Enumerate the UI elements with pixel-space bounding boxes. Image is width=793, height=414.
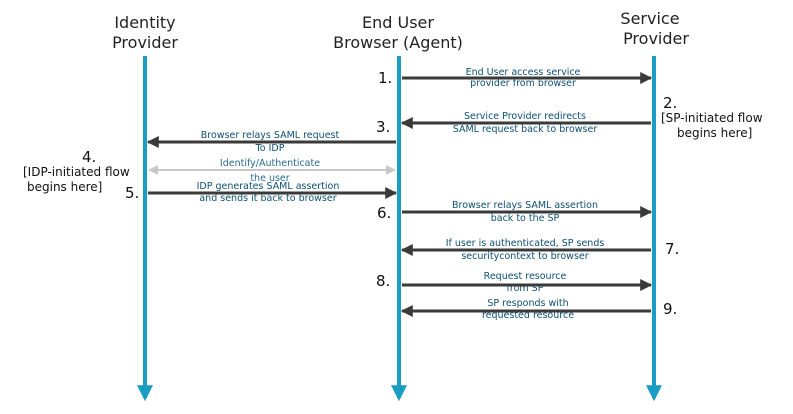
step-1-label-line1: End User access service <box>466 67 581 78</box>
step-9-label-line2: requested resource <box>482 310 574 321</box>
step-6-label-line2: back to the SP <box>491 213 560 224</box>
step-3-label-line1: Browser relays SAML request <box>201 130 340 141</box>
step-7-number: 7. <box>665 240 679 258</box>
sp-title-line2: Provider <box>623 29 689 48</box>
sp-initiated-note-line2: begins here] <box>677 126 752 140</box>
step-3-number: 3. <box>376 118 390 136</box>
step-6-number: 6. <box>377 204 391 222</box>
browser-title-line1: End User <box>362 13 434 32</box>
step-4-label-line2: the user <box>250 173 289 184</box>
browser-title-line2: Browser (Agent) <box>333 33 463 52</box>
step-5-label-line1: IDP generates SAML assertion <box>197 181 340 192</box>
step-5-number: 5. <box>125 184 139 202</box>
step-7-label-line2: securitycontext to browser <box>461 251 588 262</box>
step-3-label-line2: To IDP <box>255 143 285 154</box>
step-7-label-line1: If user is authenticated, SP sends <box>446 238 605 249</box>
step-2-number: 2. <box>663 94 677 112</box>
idp-title-line2: Provider <box>112 33 178 52</box>
idp-title-line1: Identity <box>114 13 175 32</box>
step-8-number: 8. <box>376 272 390 290</box>
idp-initiated-note-line1: [IDP-initiated flow <box>23 165 130 179</box>
step-8-label-line2: from SP <box>507 283 544 294</box>
step-4-label-line1: Identify/Authenticate <box>220 158 320 169</box>
step-8-label-line1: Request resource <box>484 271 567 282</box>
step-1-label-line2: provider from browser <box>470 78 576 89</box>
step-2-label-line1: Service Provider redirects <box>464 111 586 122</box>
step-4-number: 4. <box>82 148 96 166</box>
step-2-label-line2: SAML request back to browser <box>453 124 598 135</box>
step-6-label-line1: Browser relays SAML assertion <box>452 200 598 211</box>
step-9-number: 9. <box>663 300 677 318</box>
step-5-label-line2: and sends it back to browser <box>199 193 336 204</box>
step-1-number: 1. <box>378 69 392 87</box>
sp-title-line1: Service <box>620 9 679 28</box>
sp-initiated-note-line1: [SP-initiated flow <box>661 111 763 125</box>
idp-initiated-note-line2: begins here] <box>27 180 102 194</box>
step-9-label-line1: SP responds with <box>487 298 568 309</box>
